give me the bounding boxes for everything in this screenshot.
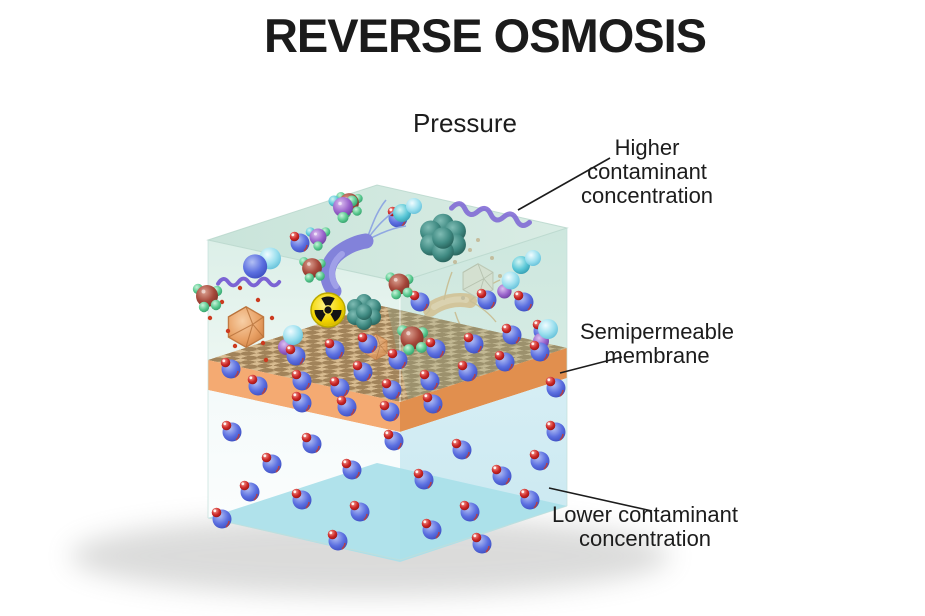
- virus-dust: [207, 285, 275, 363]
- contaminant-molecule-icon: [192, 283, 223, 313]
- cube-shadow: [70, 516, 670, 596]
- upper-chamber-contaminants: [192, 192, 567, 423]
- pressure-label: Pressure: [412, 108, 518, 138]
- leader-lines: [517, 157, 653, 512]
- radioactive-icon: [310, 292, 346, 328]
- leader-line-higher: [517, 157, 611, 211]
- annotation-lower-contaminant: Lower contaminant concentration: [552, 502, 738, 551]
- page-title: REVERSE OSMOSIS: [263, 9, 707, 62]
- bacterium-icon: [320, 199, 407, 299]
- leader-line-lower: [548, 487, 653, 512]
- annotation-semipermeable-membrane: Semipermeable membrane: [579, 319, 735, 368]
- leader-line-membrane: [559, 356, 623, 374]
- annotation-higher-contaminant: Higher contaminant concentration: [580, 135, 714, 208]
- membrane-right-edge: [400, 348, 567, 432]
